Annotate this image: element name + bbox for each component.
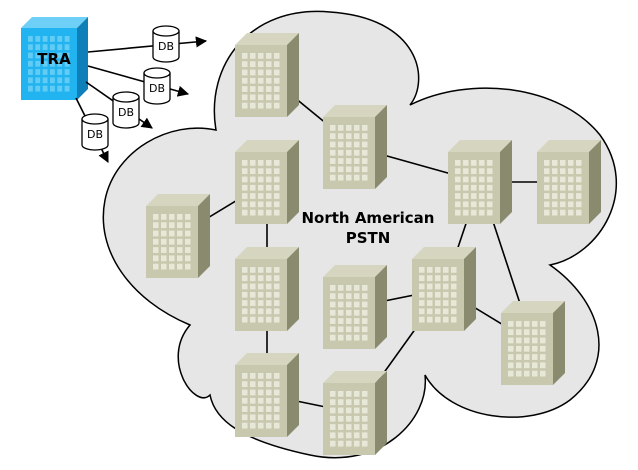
switching-office-building bbox=[537, 140, 601, 224]
tra-building bbox=[21, 17, 88, 100]
switching-office-building bbox=[235, 140, 299, 224]
databases: DB DB DB DB bbox=[81, 25, 180, 151]
switching-office-building bbox=[412, 247, 476, 331]
switching-office-building bbox=[323, 265, 387, 349]
network-label-line1: North American bbox=[302, 209, 435, 227]
switching-offices bbox=[146, 33, 601, 455]
switching-office-building bbox=[323, 105, 387, 189]
database-label: DB bbox=[118, 106, 134, 119]
switching-office-building bbox=[146, 194, 210, 278]
network-label-line2: PSTN bbox=[346, 229, 391, 247]
database-label: DB bbox=[87, 128, 103, 141]
tra-label: TRA bbox=[37, 50, 71, 68]
switching-office-building bbox=[323, 371, 387, 455]
database-label: DB bbox=[158, 40, 174, 53]
pstn-cloud bbox=[102, 10, 618, 459]
db-arrow bbox=[87, 36, 208, 53]
database-label: DB bbox=[149, 82, 165, 95]
switching-office-building bbox=[501, 301, 565, 385]
database-icon: DB bbox=[112, 91, 140, 129]
database-icon: DB bbox=[143, 67, 171, 105]
switching-office-building bbox=[448, 140, 512, 224]
tra-building-body bbox=[21, 17, 88, 100]
switching-office-building bbox=[235, 33, 299, 117]
switching-office-building bbox=[235, 247, 299, 331]
db-arrow bbox=[87, 65, 190, 97]
database-icon: DB bbox=[81, 113, 109, 151]
database-icon: DB bbox=[152, 25, 180, 63]
switching-office-building bbox=[235, 353, 299, 437]
